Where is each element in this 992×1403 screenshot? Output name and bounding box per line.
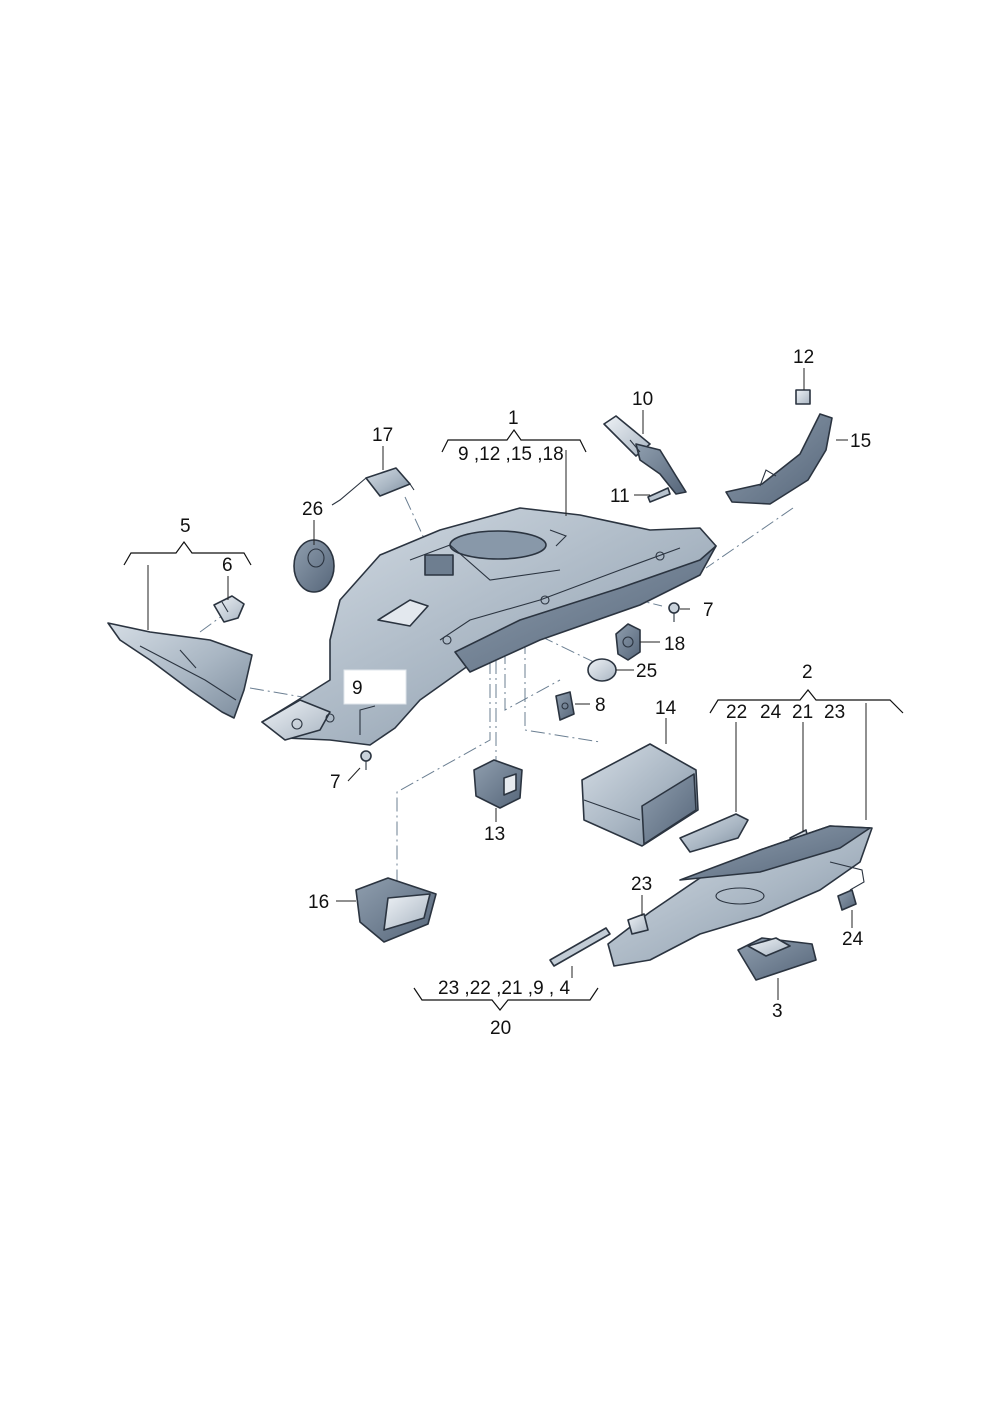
callout-6: 6: [222, 555, 233, 576]
callout-2-sub-22: 22: [726, 702, 747, 723]
callout-23: 23: [631, 874, 652, 895]
callout-17: 17: [372, 425, 393, 446]
glove-box-housing-part-1: [261, 507, 717, 746]
clip-part-23: [627, 913, 649, 935]
callout-3: 3: [772, 1001, 783, 1022]
assembly-leaders: [199, 496, 794, 901]
callout-8: 8: [595, 695, 606, 716]
callout-15: 15: [850, 431, 871, 452]
callout-1: 1: [508, 408, 519, 429]
storage-box-part-14: [581, 743, 699, 847]
callout-20-subparts: 23 ,22 ,21 ,9 , 4: [438, 978, 570, 999]
callout-box-9: [343, 669, 407, 705]
callout-2-sub-24: 24: [760, 702, 782, 723]
nut-part-8: [555, 691, 575, 721]
callout-16: 16: [308, 892, 329, 913]
callout-20: 20: [490, 1018, 511, 1039]
connector-part-24: [837, 889, 857, 911]
brace-group-20: [413, 987, 599, 1011]
callout-26: 26: [302, 499, 323, 520]
brace-group-1: [441, 428, 587, 516]
bracket-part-18: [615, 623, 641, 661]
callout-14: 14: [655, 698, 677, 719]
callout-2-sub-21: 21: [792, 702, 813, 723]
clip-part-12: [795, 389, 811, 405]
screw-part-7-upper: [668, 602, 680, 622]
callout-leaders: [227, 368, 853, 1000]
glove-box-lid-part-2: [607, 825, 873, 967]
callout-12: 12: [793, 347, 814, 368]
callout-7-upper: 7: [703, 600, 714, 621]
pin-part-4: [549, 927, 611, 967]
callout-2-sub-23: 23: [824, 702, 845, 723]
screw-part-11: [647, 487, 671, 503]
sensor-part-17: [331, 467, 415, 506]
speaker-grille-part-26: [293, 539, 335, 593]
latch-bracket-part-22: [679, 813, 749, 853]
damper-part-10: [603, 415, 687, 495]
clip-part-6: [213, 595, 245, 623]
insert-part-16: [355, 877, 437, 943]
trim-strip-part-15: [725, 413, 833, 505]
brace-group-5: [123, 540, 252, 630]
callout-1-subparts: 9 ,12 ,15 ,18: [458, 444, 564, 465]
callout-10: 10: [632, 389, 653, 410]
callout-5: 5: [180, 516, 191, 537]
callout-7-lower: 7: [330, 772, 341, 793]
callout-9: 9: [352, 678, 363, 699]
switch-part-13: [473, 759, 523, 809]
screw-part-7-lower: [360, 750, 372, 770]
callout-11: 11: [610, 486, 630, 507]
callout-13: 13: [484, 824, 505, 845]
handle-lock-part-3: [737, 937, 817, 981]
callout-labels: 1 9 ,12 ,15 ,18 17 10 11 12 15 26 5 6 7 …: [180, 347, 871, 1039]
callout-18: 18: [664, 634, 685, 655]
callout-2: 2: [802, 662, 813, 683]
brace-group-2: [709, 689, 904, 820]
callout-24: 24: [842, 929, 864, 950]
side-trim-panel-part-5: [107, 622, 253, 719]
cap-part-25: [587, 658, 617, 682]
callout-25: 25: [636, 661, 657, 682]
